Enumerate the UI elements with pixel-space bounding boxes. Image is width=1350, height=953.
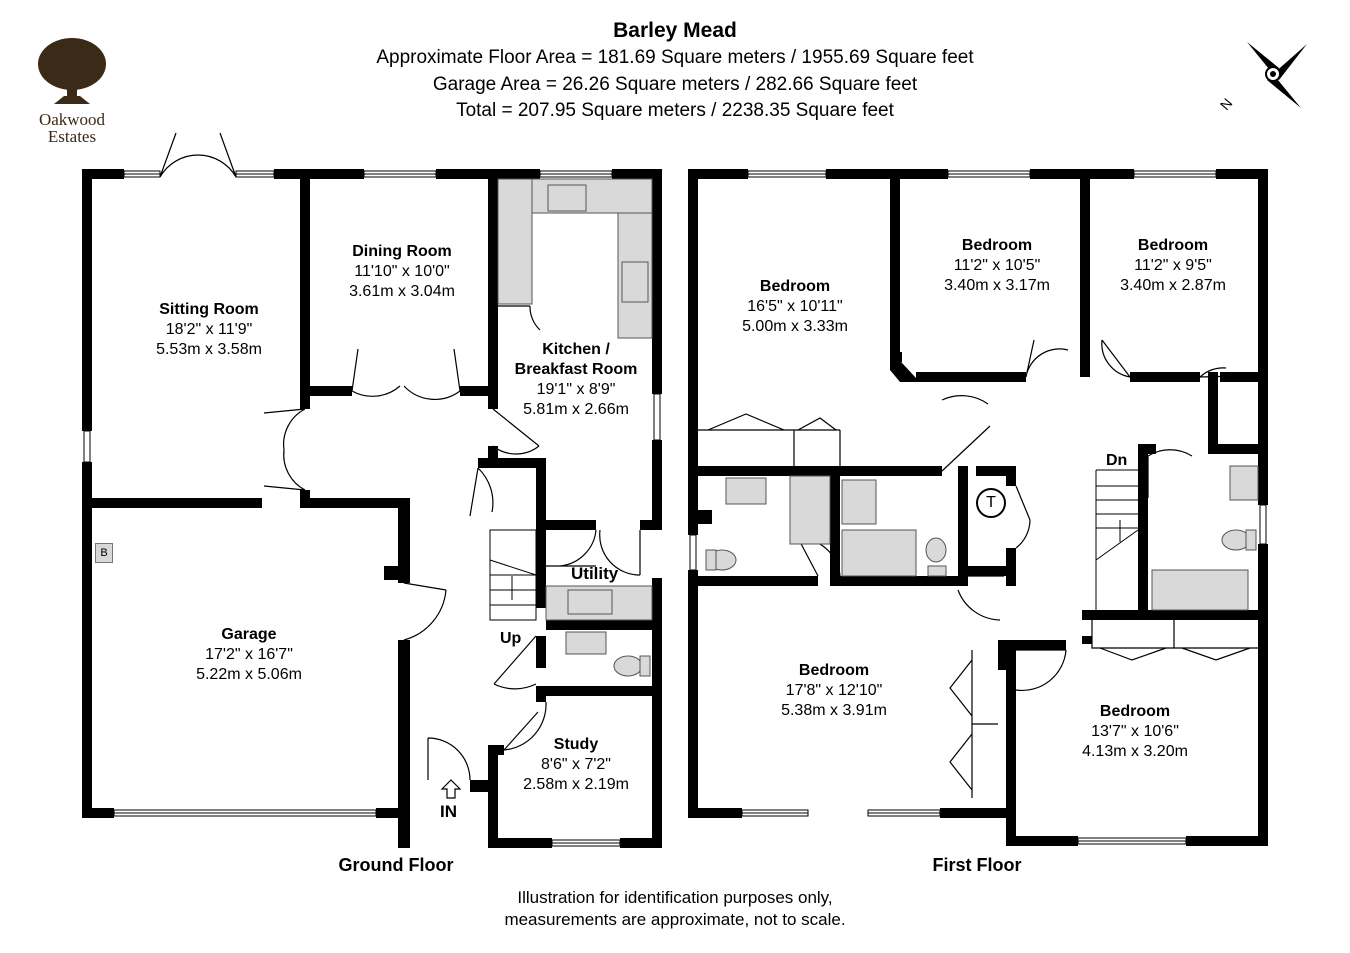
room-size-metric: 3.61m x 3.04m	[349, 283, 455, 300]
disclaimer-line-1: Illustration for identification purposes…	[517, 888, 833, 907]
room-size-metric: 3.40m x 3.17m	[944, 277, 1050, 294]
room-size-imperial: 17'2" x 16'7"	[205, 646, 293, 663]
room-size-imperial: 8'6" x 7'2"	[541, 756, 611, 773]
room-size-imperial: 11'2" x 10'5"	[953, 257, 1041, 274]
entrance-label: IN	[440, 802, 457, 821]
room-name: Bedroom	[798, 662, 870, 679]
stairs-up-label: Up	[500, 630, 522, 647]
first-floor-label: First Floor	[932, 855, 1022, 875]
room-name: Dining Room	[352, 243, 452, 260]
room-size-metric: 3.40m x 2.87m	[1120, 277, 1226, 294]
room-name: Sitting Room	[159, 301, 259, 318]
room-size-imperial: 13'7" x 10'6"	[1091, 723, 1179, 740]
room-size-imperial: 19'1" x 8'9"	[536, 381, 616, 398]
room-bedroom-4: Bedroom 17'8" x 12'10" 5.38m x 3.91m	[781, 661, 887, 721]
disclaimer-line-2: measurements are approximate, not to sca…	[504, 910, 846, 929]
entrance-arrow-icon	[440, 778, 462, 805]
room-study: Study 8'6" x 7'2" 2.58m x 2.19m	[523, 735, 629, 795]
company-logo: Oakwood Estates	[22, 34, 122, 145]
stairs	[489, 469, 1139, 621]
room-kitchen: Kitchen / Breakfast Room 19'1" x 8'9" 5.…	[515, 340, 638, 420]
room-size-metric: 5.22m x 5.06m	[196, 666, 302, 683]
room-bedroom-1: Bedroom 16'5" x 10'11" 5.00m x 3.33m	[742, 277, 848, 337]
room-size-imperial: 11'2" x 9'5"	[1134, 257, 1212, 274]
room-size-metric: 5.00m x 3.33m	[742, 318, 848, 335]
floor-area-line: Approximate Floor Area = 181.69 Square m…	[376, 47, 974, 68]
doors	[159, 132, 1258, 798]
room-bedroom-2: Bedroom 11'2" x 10'5" 3.40m x 3.17m	[944, 236, 1050, 296]
room-name: Study	[553, 736, 599, 753]
walls	[82, 169, 1268, 848]
room-sitting-room: Sitting Room 18'2" x 11'9" 5.53m x 3.58m	[156, 300, 262, 360]
total-area-line: Total = 207.95 Square meters / 2238.35 S…	[456, 100, 894, 121]
room-name: Bedroom	[1137, 237, 1209, 254]
property-title: Barley Mead	[613, 19, 737, 42]
logo-line-2: Estates	[47, 127, 97, 146]
room-bedroom-3: Bedroom 11'2" x 9'5" 3.40m x 2.87m	[1120, 236, 1226, 296]
windows	[83, 170, 1267, 847]
room-size-imperial: 17'8" x 12'10"	[785, 682, 883, 699]
room-garage: Garage 17'2" x 16'7" 5.22m x 5.06m	[196, 625, 302, 685]
utility-label: Utility	[571, 564, 619, 583]
fixtures	[497, 178, 1259, 677]
room-name: Garage	[221, 626, 277, 643]
room-name: Bedroom	[961, 237, 1033, 254]
room-name: Bedroom	[1099, 703, 1171, 720]
compass-rose: N	[1215, 36, 1315, 121]
room-size-imperial: 16'5" x 10'11"	[747, 298, 843, 315]
ground-floor-label: Ground Floor	[338, 855, 454, 875]
room-size-imperial: 11'10" x 10'0"	[354, 263, 450, 280]
water-tank-marker: T	[976, 488, 1006, 518]
compass-icon	[1241, 42, 1307, 108]
garage-area-line: Garage Area = 26.26 Square meters / 282.…	[432, 74, 918, 95]
oak-tree-icon	[38, 38, 106, 104]
room-name: Bedroom	[759, 278, 831, 295]
room-dining-room: Dining Room 11'10" x 10'0" 3.61m x 3.04m	[349, 242, 455, 302]
room-size-metric: 5.81m x 2.66m	[523, 401, 629, 418]
room-size-metric: 5.38m x 3.91m	[781, 702, 887, 719]
room-size-metric: 4.13m x 3.20m	[1082, 743, 1188, 760]
boiler-marker: B	[95, 543, 113, 563]
stairs-down-label: Dn	[1106, 452, 1128, 469]
room-size-metric: 5.53m x 3.58m	[156, 341, 262, 358]
room-bedroom-5: Bedroom 13'7" x 10'6" 4.13m x 3.20m	[1082, 702, 1188, 762]
room-size-metric: 2.58m x 2.19m	[523, 776, 629, 793]
room-size-imperial: 18'2" x 11'9"	[165, 321, 253, 338]
room-name: Kitchen /	[542, 341, 610, 358]
room-name-2: Breakfast Room	[514, 361, 638, 378]
logo-line-1: Oakwood	[38, 110, 106, 129]
